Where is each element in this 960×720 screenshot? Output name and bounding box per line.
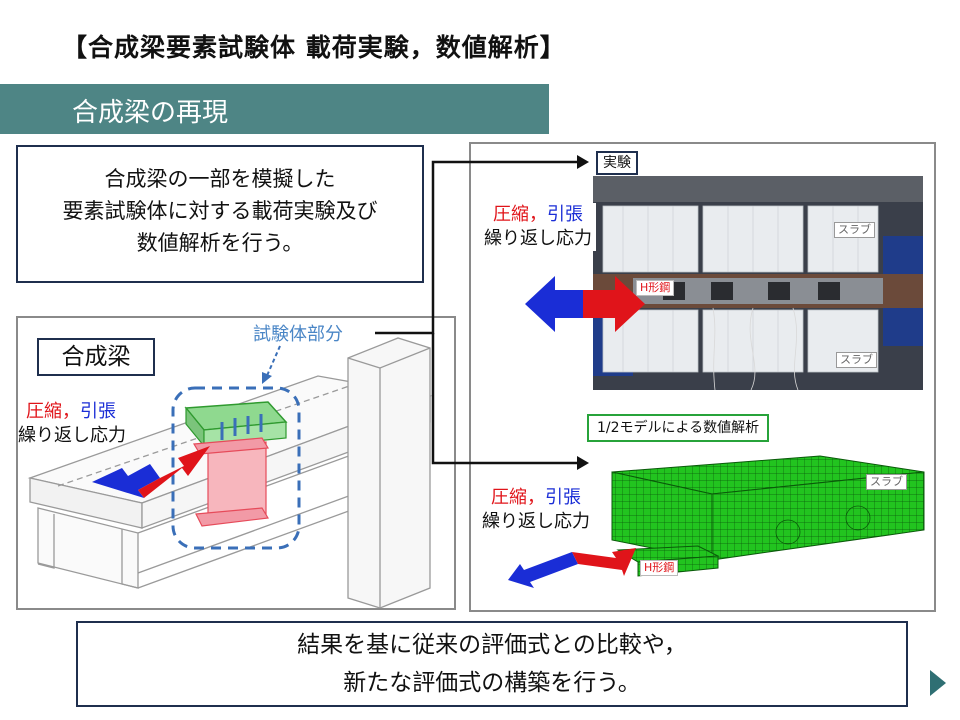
section-title: 合成梁の再現 [72, 98, 229, 128]
experiment-label: 実験 [596, 151, 638, 175]
specimen-part-label: 試験体部分 [253, 324, 343, 345]
triangle-right-icon[interactable] [928, 668, 948, 698]
force-arrow-experiment [525, 276, 645, 332]
conclusion-line: 新たな評価式の構築を行う。 [343, 670, 641, 696]
cyclic-stress-text: 繰り返し応力 [482, 511, 590, 532]
slab-tag-model: スラブ [866, 474, 907, 490]
stress-type: 圧縮，引張 [482, 486, 590, 510]
intro-box [16, 145, 424, 283]
conclusion-box [76, 621, 908, 707]
stress-label-experiment: 圧縮，引張 繰り返し応力 [480, 203, 596, 251]
cyclic-stress-text: 繰り返し応力 [484, 228, 592, 249]
experiment-photo [593, 176, 923, 391]
compression-text: 圧縮， [26, 401, 80, 422]
compression-text: 圧縮， [491, 487, 545, 508]
stress-type: 圧縮，引張 [484, 203, 592, 227]
intro-text: 合成梁の一部を模擬した 要素試験体に対する載荷実験及び 数値解析を行う。 [16, 163, 424, 259]
conclusion-text: 結果を基に従来の評価式との比較や， 新たな評価式の構築を行う。 [76, 626, 908, 702]
section-band [0, 84, 549, 134]
stress-label-left: 圧縮，引張 繰り返し応力 [18, 400, 126, 448]
tension-text: 引張 [80, 401, 116, 422]
h-section-tag-model: H形鋼 [640, 560, 679, 576]
intro-line: 数値解析を行う。 [136, 231, 304, 255]
stress-type: 圧縮，引張 [26, 400, 126, 424]
intro-line: 要素試験体に対する載荷実験及び [62, 199, 378, 223]
stress-label-model: 圧縮，引張 繰り返し応力 [478, 486, 594, 534]
force-arrow-model [508, 548, 636, 588]
composite-beam-illustration [27, 337, 433, 608]
tension-text: 引張 [545, 487, 581, 508]
composite-beam-label: 合成梁 [37, 338, 155, 376]
compression-text: 圧縮， [493, 204, 547, 225]
tension-text: 引張 [547, 204, 583, 225]
connector-arrows [375, 155, 589, 470]
slab-tag-top: スラブ [834, 222, 875, 238]
h-section-tag: H形鋼 [636, 280, 675, 296]
numerical-model-label: 1/2モデルによる数値解析 [587, 414, 770, 442]
page-title: 【合成梁要素試験体 載荷実験，数値解析】 [62, 33, 566, 62]
intro-line: 合成梁の一部を模擬した [104, 167, 336, 191]
slab-tag-bottom: スラブ [836, 352, 877, 368]
cyclic-stress-text: 繰り返し応力 [18, 425, 126, 446]
conclusion-line: 結果を基に従来の評価式との比較や， [297, 632, 687, 658]
